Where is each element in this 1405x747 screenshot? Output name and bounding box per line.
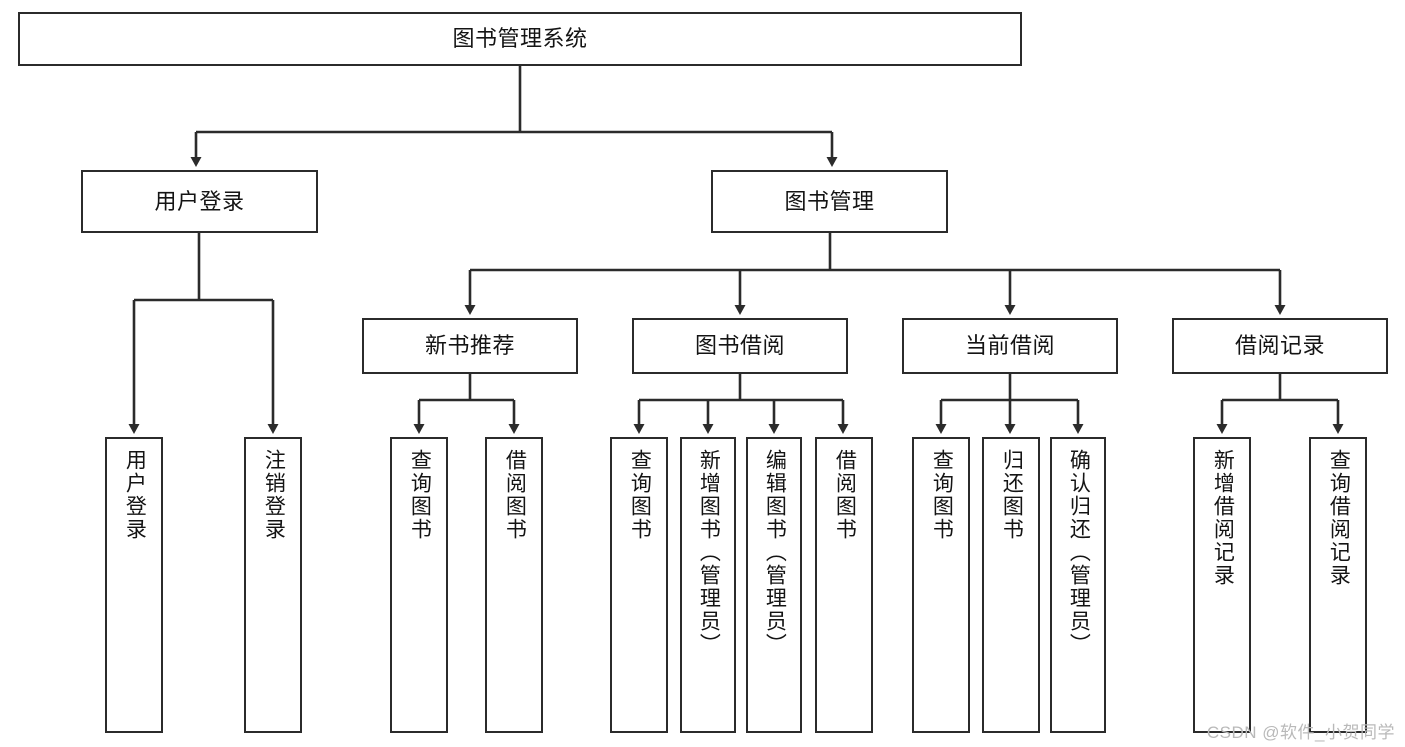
leaf-add-book-admin-label: 新增图书（管理员） — [697, 449, 721, 656]
leaf-add-borrow-record-label: 新增借阅记录 — [1211, 449, 1235, 587]
leaf-return-book[interactable]: 归还图书 — [982, 437, 1040, 733]
leaf-return-book-label: 归还图书 — [1000, 449, 1024, 541]
node-user-login[interactable]: 用户登录 — [81, 170, 318, 233]
leaf-confirm-return-admin[interactable]: 确认归还（管理员） — [1050, 437, 1106, 733]
node-borrow-record[interactable]: 借阅记录 — [1172, 318, 1388, 374]
leaf-query-book-1-label: 查询图书 — [408, 449, 432, 541]
leaf-confirm-return-admin-label: 确认归还（管理员） — [1067, 449, 1091, 656]
leaf-add-book-admin[interactable]: 新增图书（管理员） — [680, 437, 736, 733]
leaf-query-book-2[interactable]: 查询图书 — [610, 437, 668, 733]
leaf-add-borrow-record[interactable]: 新增借阅记录 — [1193, 437, 1251, 733]
node-book-manage[interactable]: 图书管理 — [711, 170, 948, 233]
leaf-query-book-3[interactable]: 查询图书 — [912, 437, 970, 733]
node-user-login-label: 用户登录 — [154, 188, 245, 214]
leaf-edit-book-admin[interactable]: 编辑图书（管理员） — [746, 437, 802, 733]
node-book-borrow-label: 图书借阅 — [694, 333, 785, 359]
node-root[interactable]: 图书管理系统 — [18, 12, 1022, 66]
leaf-borrow-book-1-label: 借阅图书 — [503, 449, 527, 541]
leaf-borrow-book-2[interactable]: 借阅图书 — [815, 437, 873, 733]
node-book-borrow[interactable]: 图书借阅 — [632, 318, 848, 374]
node-borrow-record-label: 借阅记录 — [1234, 333, 1325, 359]
node-book-manage-label: 图书管理 — [784, 188, 875, 214]
leaf-logout-login-label: 注销登录 — [262, 449, 286, 541]
node-current-borrow[interactable]: 当前借阅 — [902, 318, 1118, 374]
leaf-query-book-1[interactable]: 查询图书 — [390, 437, 448, 733]
leaf-user-login[interactable]: 用户登录 — [105, 437, 163, 733]
leaf-edit-book-admin-label: 编辑图书（管理员） — [763, 449, 787, 656]
leaf-logout-login[interactable]: 注销登录 — [244, 437, 302, 733]
node-current-borrow-label: 当前借阅 — [964, 333, 1055, 359]
node-root-label: 图书管理系统 — [452, 26, 588, 52]
leaf-query-book-2-label: 查询图书 — [628, 449, 652, 541]
leaf-user-login-label: 用户登录 — [123, 449, 147, 541]
leaf-query-book-3-label: 查询图书 — [930, 449, 954, 541]
leaf-query-borrow-record-label: 查询借阅记录 — [1327, 449, 1351, 587]
node-new-book-recommend[interactable]: 新书推荐 — [362, 318, 578, 374]
leaf-borrow-book-2-label: 借阅图书 — [833, 449, 857, 541]
node-new-book-recommend-label: 新书推荐 — [424, 333, 515, 359]
leaf-query-borrow-record[interactable]: 查询借阅记录 — [1309, 437, 1367, 733]
leaf-borrow-book-1[interactable]: 借阅图书 — [485, 437, 543, 733]
csdn-watermark: CSDN @软件_小贺同学 — [1206, 723, 1395, 742]
